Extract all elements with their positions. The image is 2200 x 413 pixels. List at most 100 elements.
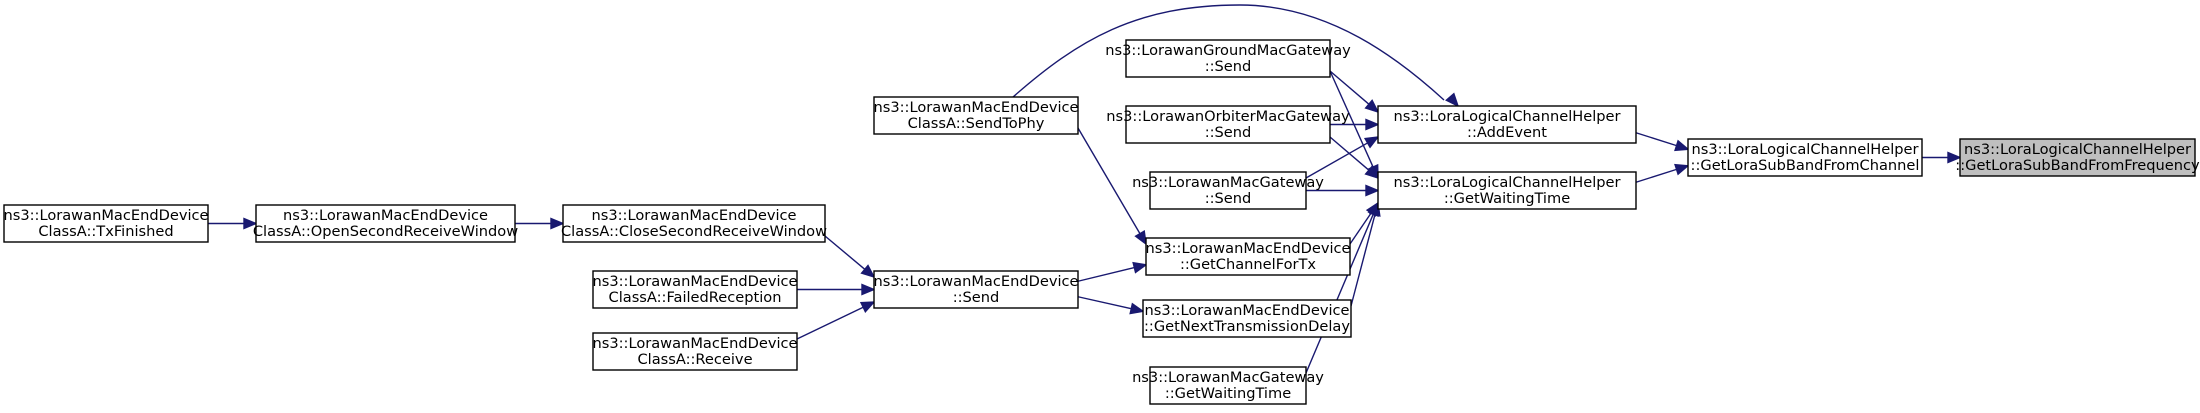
edge-line [1349,212,1372,245]
node-label: ns3::LorawanGroundMacGateway [1105,42,1351,59]
node-box [873,270,1079,309]
node-n13[interactable]: ns3::LorawanMacEndDeviceClassA::FailedRe… [592,270,798,309]
edge-arrowhead [860,264,876,279]
edge-n11-n8 [1077,296,1145,315]
edge-arrowhead [1365,118,1380,131]
node-label: ClassA::CloseSecondReceiveWindow [561,223,827,240]
node-label: ns3::LorawanMacEndDevice [1145,240,1350,257]
node-label: ::GetWaitingTime [1444,190,1570,207]
node-n11[interactable]: ns3::LorawanMacEndDevice::Send [873,270,1079,309]
node-n1[interactable]: ns3::LoraLogicalChannelHelper::GetLoraSu… [1687,138,1923,177]
node-box [592,270,798,309]
node-label: ns3::LorawanMacEndDevice [591,207,796,224]
node-n10[interactable]: ns3::LorawanMacEndDeviceClassA::SendToPh… [873,96,1079,135]
edge-line [1305,142,1368,179]
edge-line [1329,70,1370,105]
edge-arrowhead [1363,136,1380,149]
node-label: ns3::LorawanOrbiterMacGateway [1106,108,1350,125]
edge-arrowhead [1364,99,1380,114]
node-box [1125,105,1331,144]
edge-line [796,306,864,340]
node-box [1149,171,1307,210]
node-label: ns3::LorawanMacGateway [1132,174,1324,191]
node-box [1149,366,1307,405]
edge-n8-n3 [1350,201,1381,307]
node-n12[interactable]: ns3::LorawanMacEndDeviceClassA::CloseSec… [561,204,827,243]
node-label: ClassA::OpenSecondReceiveWindow [253,223,518,240]
edge-n15-n12 [515,217,565,230]
edge-arrowhead [1364,165,1380,180]
node-box [3,204,209,243]
node-label: ClassA::FailedReception [609,289,782,306]
node-label: ns3::LorawanMacGateway [1132,369,1324,386]
edge-arrowhead [550,217,565,230]
node-label: ::Send [1205,190,1252,207]
node-box [1377,105,1637,144]
edge-arrowhead [861,283,876,296]
node-box [592,332,798,371]
edge-arrowhead [243,217,258,230]
node-label: ns3::LorawanMacEndDevice [3,207,208,224]
node-n2[interactable]: ns3::LoraLogicalChannelHelper::AddEvent [1377,105,1637,144]
node-n5[interactable]: ns3::LorawanOrbiterMacGateway::Send [1106,105,1350,144]
edge-n5-n2 [1330,118,1380,131]
edge-n1-n0 [1922,151,1962,164]
node-n0[interactable]: ns3::LoraLogicalChannelHelper::GetLoraSu… [1955,138,2200,177]
edge-n3-n1 [1635,163,1690,183]
edge-n11-n7 [1077,261,1148,282]
node-label: ns3::LoraLogicalChannelHelper [1393,174,1620,191]
node-label: ::Send [1205,58,1252,75]
nodes-layer: ns3::LoraLogicalChannelHelper::GetLoraSu… [3,39,2200,405]
node-label: ns3::LorawanMacEndDevice [592,335,797,352]
edge-line [1077,296,1132,310]
edge-n5-n3 [1329,136,1380,180]
node-label: ClassA::SendToPhy [908,115,1045,132]
edge-line [1077,127,1141,235]
node-n7[interactable]: ns3::LorawanMacEndDevice::GetChannelForT… [1145,237,1351,276]
node-label: ns3::LoraLogicalChannelHelper [1691,141,1918,158]
edge-arrowhead [1674,139,1690,152]
edge-n10-n2 [1012,4,1460,108]
node-n8[interactable]: ns3::LorawanMacEndDevice::GetNextTransmi… [1142,299,1352,338]
node-label: ns3::LorawanMacEndDevice [1144,302,1349,319]
node-n6[interactable]: ns3::LorawanMacGateway::Send [1132,171,1324,210]
edge-arrowhead [1132,261,1148,274]
edge-arrowhead [1445,92,1460,108]
node-box [1145,237,1351,276]
node-n3[interactable]: ns3::LoraLogicalChannelHelper::GetWaitin… [1377,171,1637,210]
node-label: ClassA::Receive [637,351,752,368]
node-label: ::GetWaitingTime [1165,385,1291,402]
node-box [873,96,1079,135]
edge-n2-n1 [1635,132,1690,152]
node-box [255,204,516,243]
edge-n16-n15 [208,217,258,230]
node-label: ::GetChannelForTx [1180,256,1316,273]
edge-line [1350,214,1376,307]
edge-n6-n3 [1306,184,1380,197]
edges-layer [208,4,1962,374]
node-box [1125,39,1331,78]
edge-n9-n3 [1305,201,1379,374]
edge-line [1329,70,1374,168]
node-n16[interactable]: ns3::LorawanMacEndDeviceClassA::TxFinish… [3,204,209,243]
edge-arrowhead [859,301,876,313]
node-n9[interactable]: ns3::LorawanMacGateway::GetWaitingTime [1132,366,1324,405]
edge-n10-n7 [1077,127,1147,246]
node-n15[interactable]: ns3::LorawanMacEndDeviceClassA::OpenSeco… [253,204,518,243]
node-label: ns3::LoraLogicalChannelHelper [1393,108,1620,125]
edge-line [1329,136,1370,171]
edge-arrowhead [1947,151,1962,164]
node-label: ::GetLoraSubBandFromFrequency [1955,157,2200,174]
node-label: ::Send [1205,124,1252,141]
node-n4[interactable]: ns3::LorawanGroundMacGateway::Send [1105,39,1351,78]
node-box [1142,299,1352,338]
node-label: ns3::LorawanMacEndDevice [283,207,488,224]
edge-arrowhead [1134,229,1147,246]
node-label: ns3::LorawanMacEndDevice [592,273,797,290]
node-label: ::Send [953,289,1000,306]
node-label: ClassA::TxFinished [38,223,173,240]
edge-n4-n2 [1329,70,1380,114]
edge-arrowhead [1674,163,1690,176]
